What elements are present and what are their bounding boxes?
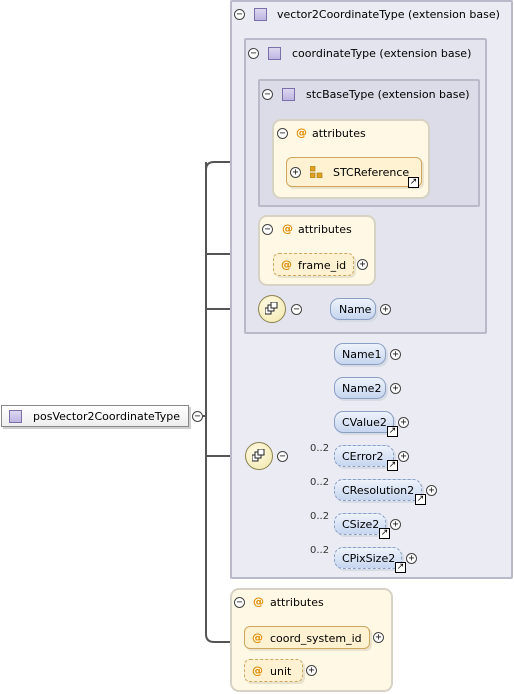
attribute-at-icon: @ xyxy=(252,664,263,677)
link-arrow-icon[interactable]: ↗ xyxy=(379,528,390,539)
attribute-at-icon: @ xyxy=(253,595,264,608)
stcbase-attributes-toggle[interactable]: − xyxy=(277,128,288,139)
link-arrow-icon[interactable]: ↗ xyxy=(395,562,406,573)
attribute-at-icon: @ xyxy=(281,258,292,271)
name2-expand-toggle[interactable]: + xyxy=(390,383,401,394)
name1-element[interactable]: Name1 xyxy=(334,343,386,365)
coord-system-id-attribute[interactable]: @ coord_system_id xyxy=(244,626,370,649)
attribute-at-icon: @ xyxy=(282,222,293,235)
root-type-label: posVector2CoordinateType xyxy=(33,410,181,423)
csize2-label: CSize2 xyxy=(342,518,380,531)
name2-element[interactable]: Name2 xyxy=(334,377,386,399)
stcbase-type-label: stcBaseType (extension base) xyxy=(306,88,470,101)
frame-id-label: frame_id xyxy=(298,259,347,272)
cpixsize2-element[interactable]: CPixSize2 xyxy=(334,547,402,569)
coordinate-attributes-label: attributes xyxy=(298,223,352,236)
csize2-cardinality: 0..2 xyxy=(310,511,330,522)
csize2-expand-toggle[interactable]: + xyxy=(390,519,401,530)
cresolution2-element[interactable]: CResolution2 xyxy=(334,479,422,501)
stcreference-expand-toggle[interactable]: + xyxy=(290,167,301,178)
coord-system-id-expand-toggle[interactable]: + xyxy=(373,632,384,643)
attribute-at-icon: @ xyxy=(252,631,263,644)
coordinate-attributes-toggle[interactable]: − xyxy=(262,224,273,235)
coordinate-collapse-toggle[interactable]: − xyxy=(248,48,259,59)
attribute-at-icon: @ xyxy=(296,126,307,139)
cpixsize2-label: CPixSize2 xyxy=(342,552,396,565)
stcbase-collapse-toggle[interactable]: − xyxy=(262,89,273,100)
cpixsize2-cardinality: 0..2 xyxy=(310,545,330,556)
name-element[interactable]: Name xyxy=(330,298,376,320)
link-arrow-icon[interactable]: ↗ xyxy=(415,494,426,505)
vector2-type-label: vector2CoordinateType (extension base) xyxy=(277,8,500,21)
stcbase-attributes-label: attributes xyxy=(312,127,366,140)
complex-type-icon xyxy=(9,410,22,423)
name2-label: Name2 xyxy=(342,382,382,395)
cvalue2-expand-toggle[interactable]: + xyxy=(398,417,409,428)
cerror2-element[interactable]: CError2 xyxy=(334,445,394,467)
name1-expand-toggle[interactable]: + xyxy=(390,349,401,360)
coord-system-id-label: coord_system_id xyxy=(270,632,362,645)
csize2-element[interactable]: CSize2 xyxy=(334,513,386,535)
cerror2-expand-toggle[interactable]: + xyxy=(398,451,409,462)
unit-label: unit xyxy=(270,665,292,678)
unit-attribute[interactable]: @ unit xyxy=(244,659,303,682)
coordinate-sequence-toggle[interactable]: − xyxy=(291,304,302,315)
sequence-glyph-icon xyxy=(252,449,265,462)
link-arrow-icon[interactable]: ↗ xyxy=(408,177,419,188)
sequence-glyph-icon xyxy=(265,302,278,315)
complex-type-icon xyxy=(254,8,267,21)
cerror2-cardinality: 0..2 xyxy=(310,443,330,454)
unit-expand-toggle[interactable]: + xyxy=(306,665,317,676)
frame-id-attribute[interactable]: @ frame_id xyxy=(273,253,354,276)
vector2-sequence-icon[interactable] xyxy=(245,442,273,470)
link-arrow-icon[interactable]: ↗ xyxy=(387,426,398,437)
complex-type-icon xyxy=(268,47,281,60)
vector2-sequence-toggle[interactable]: − xyxy=(277,451,288,462)
coordinate-sequence-icon[interactable] xyxy=(258,295,286,323)
complex-type-icon xyxy=(282,88,295,101)
root-collapse-toggle[interactable]: − xyxy=(192,411,203,422)
stcreference-label: STCReference xyxy=(333,166,410,179)
cresolution2-expand-toggle[interactable]: + xyxy=(426,485,437,496)
name-element-label: Name xyxy=(339,303,372,316)
root-attributes-label: attributes xyxy=(270,596,324,609)
coordinate-type-label: coordinateType (extension base) xyxy=(292,47,472,60)
link-arrow-icon[interactable]: ↗ xyxy=(387,460,398,471)
cpixsize2-expand-toggle[interactable]: + xyxy=(406,553,417,564)
stcreference-group[interactable] xyxy=(286,157,422,187)
attribute-group-icon xyxy=(310,166,323,178)
root-type-box[interactable]: posVector2CoordinateType xyxy=(1,405,189,427)
frame-id-expand-toggle[interactable]: + xyxy=(357,259,368,270)
cresolution2-cardinality: 0..2 xyxy=(310,477,330,488)
root-attributes-toggle[interactable]: − xyxy=(234,597,245,608)
cresolution2-label: CResolution2 xyxy=(342,484,415,497)
name-expand-toggle[interactable]: + xyxy=(380,304,391,315)
cvalue2-label: CValue2 xyxy=(342,416,387,429)
cvalue2-element[interactable]: CValue2 xyxy=(334,411,394,433)
name1-label: Name1 xyxy=(342,348,382,361)
cerror2-label: CError2 xyxy=(342,450,384,463)
vector2-collapse-toggle[interactable]: − xyxy=(234,9,245,20)
